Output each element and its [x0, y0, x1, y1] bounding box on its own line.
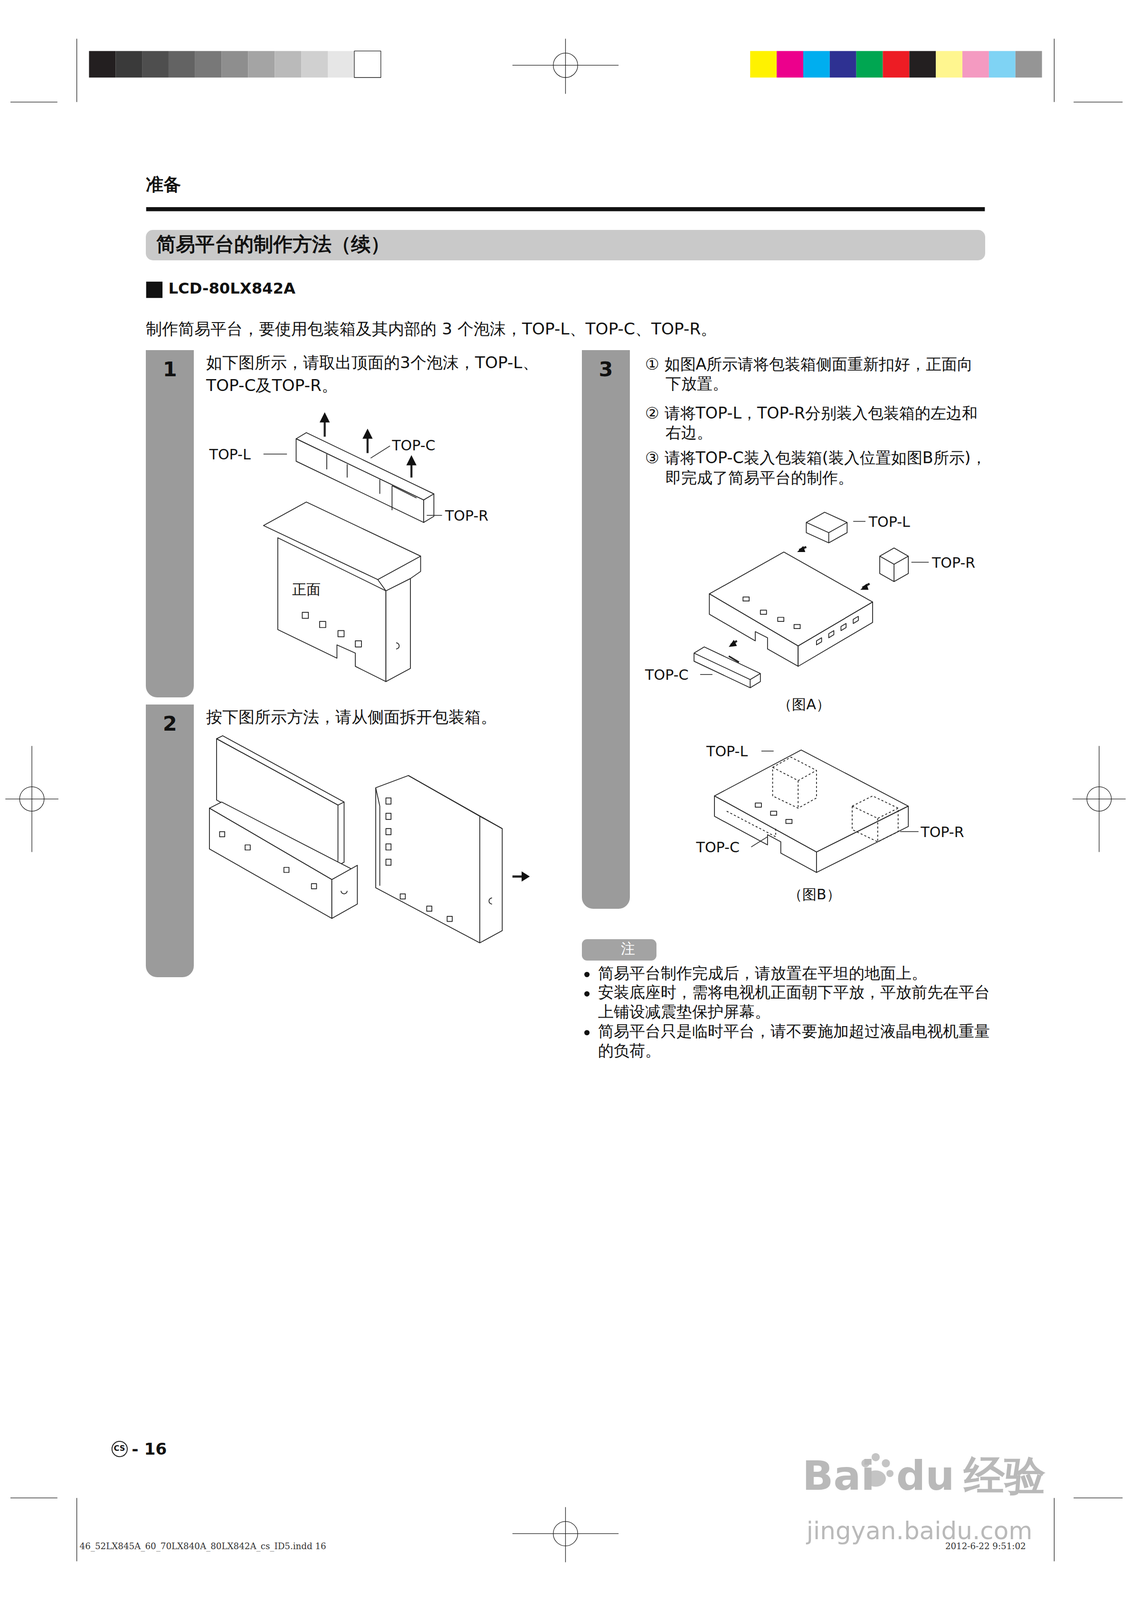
step-text: ① 如图A所示请将包装箱侧面重新扣好，正面向下放置。	[645, 354, 988, 394]
step-number: 2	[145, 710, 194, 738]
note-text: 简易平台只是临时平台，请不要施加超过液晶电视机重量的负荷。	[598, 1021, 991, 1061]
figure-a	[693, 512, 929, 688]
watermark: Bai	[802, 1449, 875, 1503]
step2-illustration	[209, 735, 530, 943]
part-label: TOP-R	[931, 553, 976, 572]
watermark: 经验	[963, 1449, 1046, 1503]
part-label: TOP-C	[645, 665, 689, 685]
step-text: 如下图所示，请取出顶面的3个泡沫，TOP-L、TOP-C及TOP-R。	[206, 351, 549, 397]
watermark: du	[896, 1449, 955, 1503]
part-label: TOP-L	[706, 741, 748, 761]
note-text: 安装底座时，需将电视机正面朝下平放，平放前先在平台上铺设减震垫保护屏幕。	[598, 982, 991, 1022]
bullet-dots	[584, 971, 590, 1036]
title-band: 简易平台的制作方法（续）	[145, 229, 985, 261]
print-file-name: 46_52LX845A_60_70LX840A_80LX842A_cs_ID5.…	[79, 1540, 327, 1552]
gray-color-bar	[88, 50, 381, 78]
step-text: 注	[620, 939, 636, 958]
figure-caption: （图A）	[777, 694, 831, 714]
step-text: 按下图所示方法，请从侧面拆开包装箱。	[206, 705, 549, 729]
section-title: 简易平台的制作方法（续）	[156, 231, 390, 257]
note-tag: 注	[581, 939, 657, 961]
step-text: ② 请将TOP-L，TOP-R分别装入包装箱的左边和右边。	[645, 403, 988, 443]
part-label: TOP-L	[868, 512, 911, 532]
watermark-url: jingyan.baidu.com	[806, 1514, 1033, 1547]
figure-b	[714, 750, 919, 873]
note-text: 简易平台制作完成后，请放置在平坦的地面上。	[598, 963, 991, 984]
part-label: TOP-R	[445, 506, 489, 525]
intro-text: 制作简易平台，要使用包装箱及其内部的 3 个泡沫，TOP-L、TOP-C、TOP…	[145, 318, 994, 340]
section-square	[146, 281, 163, 298]
step-number: 1	[145, 356, 194, 383]
step1-illustration	[263, 412, 443, 682]
step-bar: 2按下图所示方法，请从侧面拆开包装箱。	[145, 704, 194, 978]
part-label: TOP-C	[696, 837, 740, 857]
step-bar: 1如下图所示，请取出顶面的3个泡沫，TOP-L、TOP-C及TOP-R。	[145, 350, 194, 698]
section-header: 准备	[145, 173, 181, 196]
language-code: CS	[110, 1443, 129, 1454]
part-label: TOP-C	[391, 436, 436, 455]
step-bar: 3① 如图A所示请将包装箱侧面重新扣好，正面向下放置。② 请将TOP-L，TOP…	[581, 350, 630, 909]
page-number: - 16	[131, 1438, 167, 1460]
step-text: ③ 请将TOP-C装入包装箱(装入位置如图B所示)，即完成了简易平台的制作。	[645, 447, 988, 488]
color-bar	[750, 50, 1042, 78]
header-rule	[146, 207, 986, 212]
face-label: 正面	[292, 579, 321, 599]
part-label: TOP-L	[209, 445, 251, 464]
step-number: 3	[581, 356, 630, 383]
figure-caption: （图B）	[788, 884, 841, 904]
part-label: TOP-R	[920, 822, 964, 842]
registration-marks	[5, 38, 1126, 1563]
model-name: LCD-80LX842A	[168, 278, 296, 299]
